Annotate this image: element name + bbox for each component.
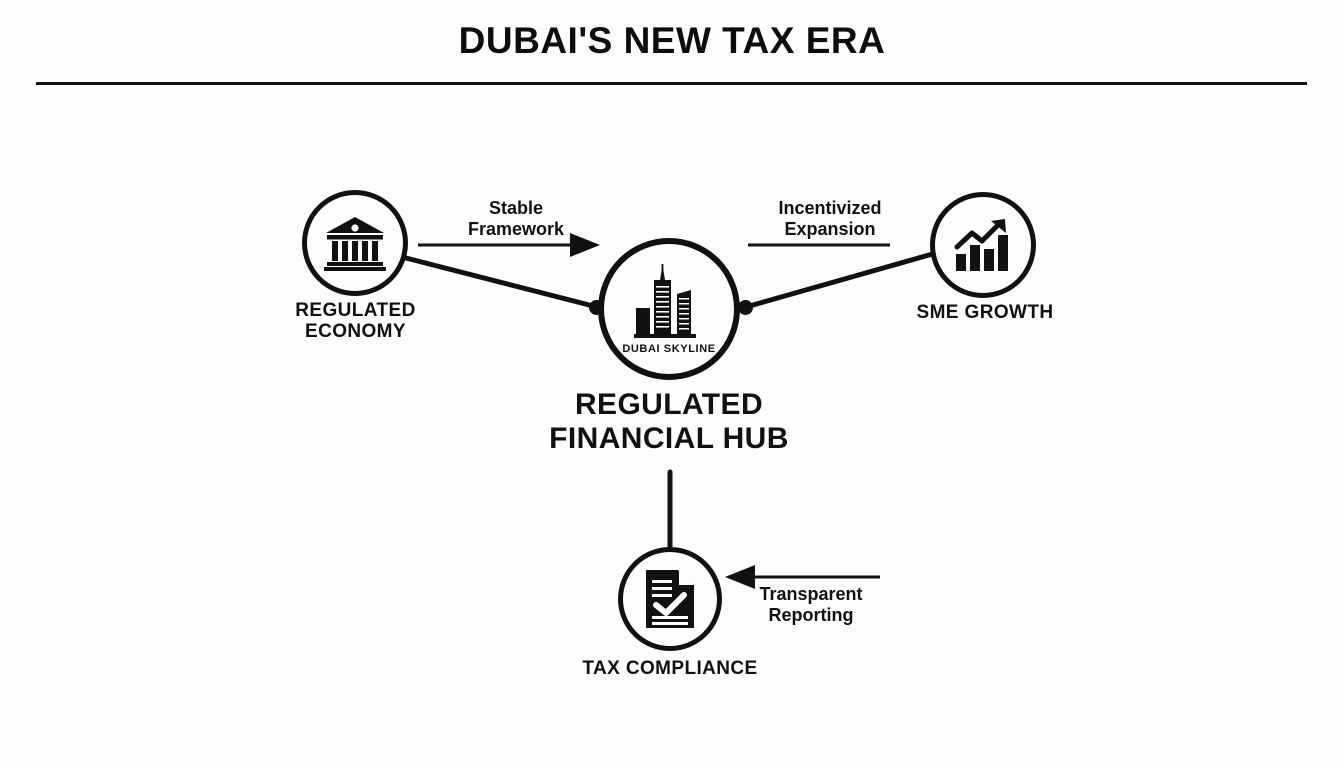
edge-label-line-1: Incentivized: [778, 198, 882, 218]
hub-title: REGULATED FINANCIAL HUB: [422, 388, 916, 456]
header-divider: [36, 82, 1307, 85]
edge-label-line-2: Reporting: [768, 605, 854, 626]
edge-label-line-2: Expansion: [784, 219, 876, 240]
edge-label-incentivized-expansion: Incentivized Expansion: [730, 198, 930, 240]
node-sme-growth-label: SME GROWTH: [885, 302, 1085, 323]
hub-circle[interactable]: DUBAI SKYLINE: [598, 238, 740, 380]
hub-inner-label: DUBAI SKYLINE: [622, 342, 716, 355]
hub-connector-dot-left: [589, 300, 604, 315]
edge-label-transparent-reporting: Transparent Reporting: [718, 584, 904, 626]
node-regulated-economy-label: REGULATED ECONOMY: [253, 300, 458, 343]
hub-title-line-2: FINANCIAL HUB: [549, 422, 789, 456]
document-check-icon: [646, 570, 694, 628]
label-line-1: REGULATED: [295, 300, 416, 321]
page-title: DUBAI'S NEW TAX ERA: [458, 20, 886, 61]
label-line-1: SME GROWTH: [916, 302, 1054, 323]
edge-label-line-1: Stable: [488, 198, 544, 218]
growth-chart-arrow-icon: [954, 219, 1008, 271]
dubai-skyline-icon: [634, 263, 696, 338]
node-tax-compliance-circle[interactable]: [618, 547, 722, 651]
bank-building-icon: [324, 217, 386, 271]
edge-label-line-1: Transparent: [759, 584, 863, 604]
label-line-2: ECONOMY: [305, 321, 406, 343]
hub-connector-dot-right: [738, 300, 753, 315]
edge-label-stable-framework: Stable Framework: [420, 198, 612, 240]
node-sme-growth-circle[interactable]: [930, 192, 1036, 298]
edge-label-line-2: Framework: [467, 219, 565, 240]
connector-hub-to-sme: [743, 250, 939, 310]
label-line-1: TAX COMPLIANCE: [582, 658, 758, 679]
node-tax-compliance-label: TAX COMPLIANCE: [540, 658, 800, 679]
hub-title-line-1: REGULATED: [574, 388, 764, 421]
node-regulated-economy-circle[interactable]: [302, 190, 408, 296]
